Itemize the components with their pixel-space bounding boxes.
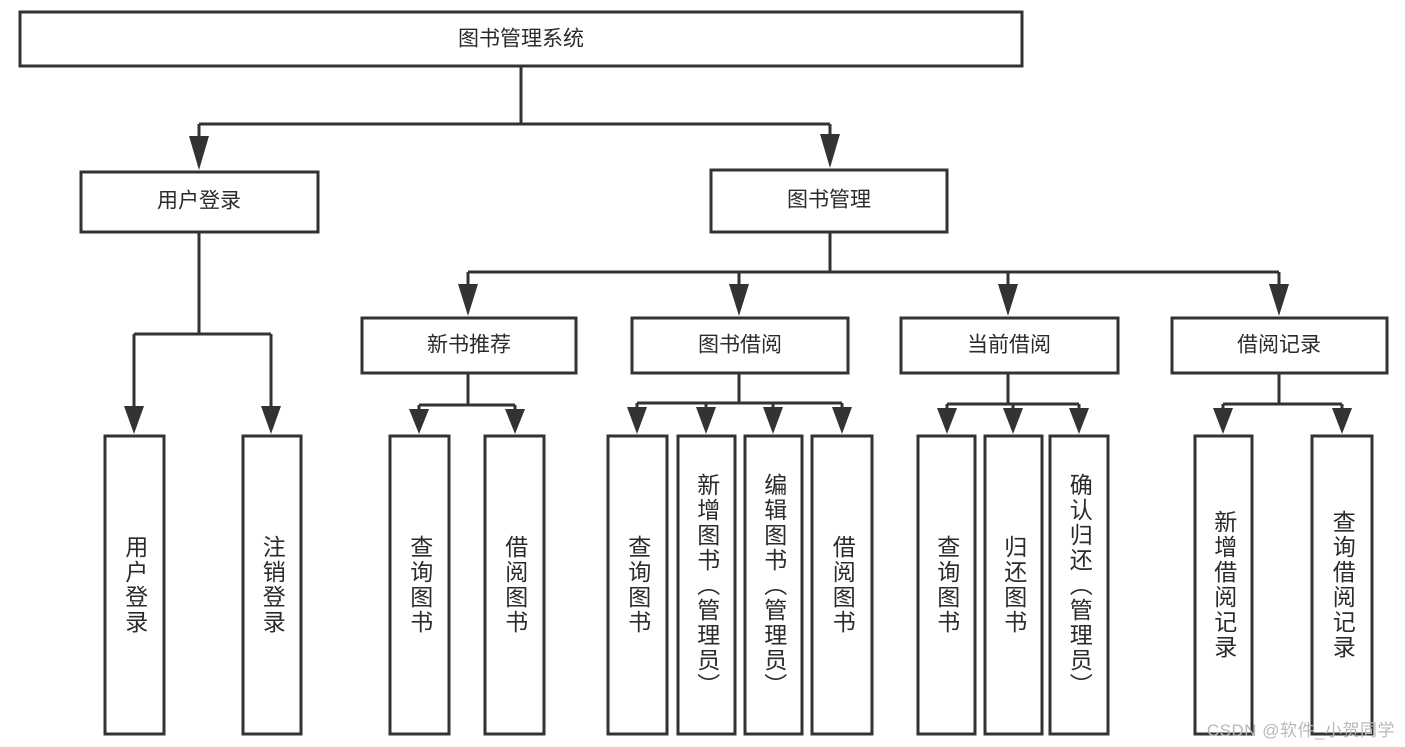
node-root[interactable]: 图书管理系统 [18, 10, 1024, 68]
node-user-login-label: 用户登录 [157, 190, 241, 213]
leaf-nodes-layer [103, 434, 1374, 736]
watermark: CSDN @软件_小贺同学 [1206, 721, 1395, 740]
leaf-borrow-book-1[interactable] [483, 434, 546, 736]
arrow-head-book-borrow [729, 284, 749, 316]
arrow-head-leaf-edit-book [763, 407, 783, 434]
arrow-head-leaf-query-book-1 [409, 409, 429, 434]
arrow-head-current-borrow [998, 284, 1018, 316]
arrow-head-leaf-confirm-return [1069, 408, 1089, 434]
arrow-head-leaf-query-book-2 [627, 407, 647, 434]
arrow-head-leaf-user-login [124, 406, 144, 434]
node-new-book-rec[interactable]: 新书推荐 [360, 316, 578, 375]
arrow-head-leaf-borrow-book-1 [505, 409, 525, 434]
leaf-user-login[interactable] [103, 434, 166, 736]
arrow-head-borrow-record [1269, 284, 1289, 316]
leaf-user-logout[interactable] [241, 434, 303, 736]
leaf-query-record[interactable] [1310, 434, 1374, 736]
node-borrow-record[interactable]: 借阅记录 [1170, 316, 1389, 375]
arrow-head-leaf-user-logout [261, 406, 281, 434]
leaf-query-book-1[interactable] [388, 434, 451, 736]
node-book-borrow[interactable]: 图书借阅 [630, 316, 850, 375]
arrow-head-book-mgmt [820, 134, 840, 168]
node-book-borrow-label: 图书借阅 [698, 334, 782, 357]
node-book-mgmt-label: 图书管理 [787, 189, 871, 212]
leaf-add-book[interactable] [676, 434, 737, 736]
arrow-head-leaf-add-record [1213, 408, 1233, 434]
arrow-head-leaf-return-book [1003, 408, 1023, 434]
arrow-head-leaf-query-book-3 [937, 408, 957, 434]
connectors-layer [124, 66, 1352, 434]
nodes-layer: 图书管理系统 用户登录 图书管理 新书推荐 图书借阅 当前借阅 [18, 10, 1389, 375]
leaf-borrow-book-2[interactable] [810, 434, 874, 736]
node-book-mgmt[interactable]: 图书管理 [709, 168, 949, 234]
node-user-login[interactable]: 用户登录 [79, 170, 320, 234]
node-borrow-record-label: 借阅记录 [1237, 334, 1321, 357]
node-new-book-rec-label: 新书推荐 [427, 334, 511, 357]
leaf-return-book[interactable] [983, 434, 1044, 736]
leaf-add-record[interactable] [1193, 434, 1254, 736]
leaf-query-book-2[interactable] [606, 434, 669, 736]
arrow-head-leaf-add-book [696, 407, 716, 434]
arrow-head-user-login [189, 136, 209, 170]
leaf-confirm-return[interactable] [1048, 434, 1110, 736]
arrow-head-leaf-query-record [1332, 408, 1352, 434]
node-root-label: 图书管理系统 [458, 28, 584, 51]
leaf-query-book-3[interactable] [916, 434, 977, 736]
arrow-head-leaf-borrow-book-2 [832, 407, 852, 434]
node-current-borrow[interactable]: 当前借阅 [899, 316, 1120, 375]
arrow-head-new-book-rec [458, 284, 478, 316]
node-current-borrow-label: 当前借阅 [967, 334, 1051, 357]
leaf-edit-book[interactable] [743, 434, 804, 736]
